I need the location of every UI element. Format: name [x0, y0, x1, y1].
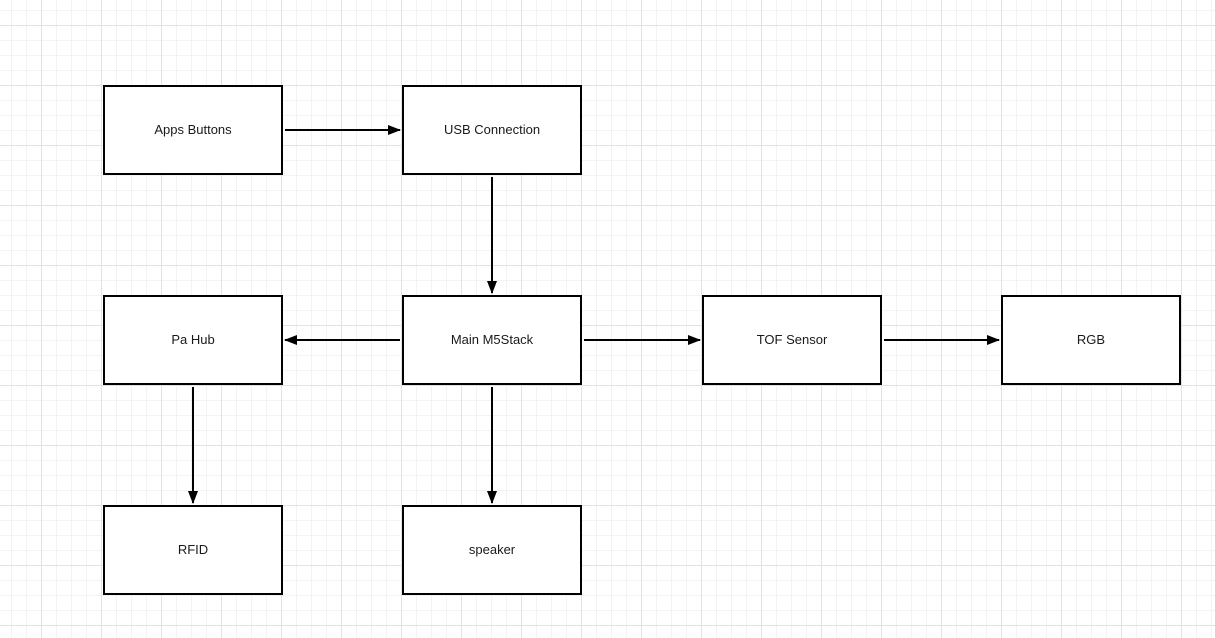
- node-speaker-label: speaker: [468, 542, 516, 558]
- node-usb-connection[interactable]: USB Connection: [402, 85, 582, 175]
- node-pa-hub-label: Pa Hub: [171, 332, 215, 348]
- node-tof-sensor[interactable]: TOF Sensor: [702, 295, 882, 385]
- node-rgb-label: RGB: [1076, 332, 1106, 348]
- node-apps-buttons-label: Apps Buttons: [154, 122, 232, 138]
- node-rfid[interactable]: RFID: [103, 505, 283, 595]
- node-speaker[interactable]: speaker: [402, 505, 582, 595]
- node-tof-sensor-label: TOF Sensor: [756, 332, 828, 348]
- node-pa-hub[interactable]: Pa Hub: [103, 295, 283, 385]
- node-main-m5stack[interactable]: Main M5Stack: [402, 295, 582, 385]
- node-usb-connection-label: USB Connection: [443, 122, 541, 138]
- node-rgb[interactable]: RGB: [1001, 295, 1181, 385]
- node-rfid-label: RFID: [177, 542, 209, 558]
- node-apps-buttons[interactable]: Apps Buttons: [103, 85, 283, 175]
- node-main-m5stack-label: Main M5Stack: [450, 332, 534, 348]
